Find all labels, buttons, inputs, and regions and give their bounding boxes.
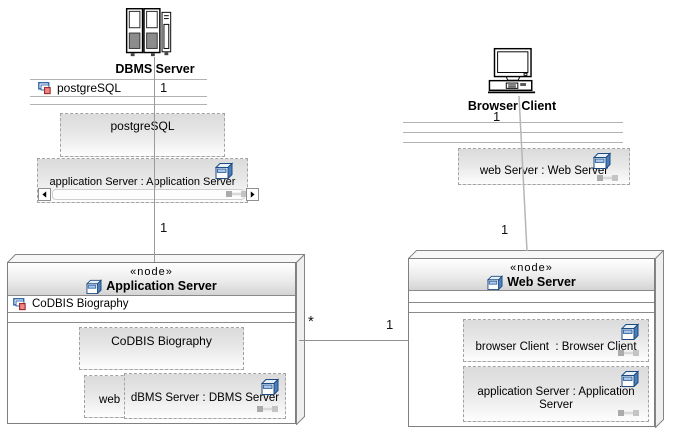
artifact-label: CoDBIS Biography xyxy=(32,298,129,310)
scroll-right-arrow-icon[interactable] xyxy=(246,188,259,201)
instance-label: postgreSQL xyxy=(110,119,175,133)
compartment-line xyxy=(30,104,207,105)
instance-label: web Server : Web Server xyxy=(479,165,609,177)
multiplicity-label: 1 xyxy=(386,317,394,332)
component-cube-icon xyxy=(593,152,611,169)
server-tower-icon xyxy=(125,8,175,60)
empty-compartment xyxy=(409,303,654,313)
component-cube-icon xyxy=(261,378,279,395)
device-dbms-server[interactable] xyxy=(125,8,175,60)
node-stereotype: «node» xyxy=(130,266,173,278)
artifact-icon xyxy=(13,297,28,311)
horizontal-scrollbar-track[interactable] xyxy=(52,189,245,200)
instance-label: application Server : Application Server xyxy=(477,386,635,411)
node-header: «node» Application Server xyxy=(8,263,295,296)
multiplicity-label: * xyxy=(308,313,314,330)
instance-box-application-server-top[interactable]: application Server : Application Server xyxy=(37,158,259,203)
component-cube-icon xyxy=(215,162,233,179)
ports-adornment-icon xyxy=(226,190,248,198)
ports-adornment-icon xyxy=(618,409,640,417)
scroll-left-arrow-icon[interactable] xyxy=(38,188,51,201)
compartment-line xyxy=(403,142,623,143)
instance-box-postgresql[interactable]: postgreSQL xyxy=(60,113,225,157)
node-name: Application Server xyxy=(8,279,295,294)
compartment-line xyxy=(30,79,207,80)
multiplicity-label: 1 xyxy=(160,80,168,95)
artifact-label: postgreSQL xyxy=(57,81,122,95)
compartment-line xyxy=(403,132,623,133)
multiplicity-label: 1 xyxy=(493,109,501,124)
ports-adornment-icon xyxy=(597,174,619,182)
compartment-line xyxy=(403,122,623,123)
instance-label: dBMS Server : DBMS Server xyxy=(130,392,280,404)
multiplicity-label: 1 xyxy=(160,220,168,235)
node-body: CoDBIS Biography web S xyxy=(8,323,295,423)
node-stereotype: «node» xyxy=(510,262,553,274)
component-cube-icon xyxy=(621,323,639,340)
device-browser-client[interactable] xyxy=(488,47,538,97)
node-header: «node» Web Server xyxy=(409,259,654,291)
instance-box-dbms[interactable]: dBMS Server : DBMS Server xyxy=(124,373,286,419)
node-web-server[interactable]: «node» Web Server xyxy=(408,250,664,428)
component-cube-icon xyxy=(86,279,103,294)
instance-box-application-server[interactable]: application Server : Application Server xyxy=(463,366,649,422)
empty-compartment xyxy=(8,313,295,323)
empty-compartment xyxy=(409,291,654,303)
browser-client-label: Browser Client xyxy=(467,99,557,113)
desktop-computer-icon xyxy=(488,47,538,97)
connection-browserclient-to-webserver-node[interactable] xyxy=(518,95,528,252)
artifact-icon xyxy=(38,81,53,95)
node-name: Web Server xyxy=(409,275,654,290)
artifact-row-postgresql[interactable]: postgreSQL xyxy=(38,81,188,95)
multiplicity-label: 1 xyxy=(501,222,509,237)
ports-adornment-icon xyxy=(257,405,279,413)
instance-box-browser-client[interactable]: browser Client : Browser Client xyxy=(463,319,649,362)
component-cube-icon xyxy=(621,370,639,387)
instance-box-codbis[interactable]: CoDBIS Biography xyxy=(79,327,244,370)
artifact-row-codbis[interactable]: CoDBIS Biography xyxy=(8,296,295,313)
instance-box-web-server[interactable]: web Server : Web Server xyxy=(458,148,630,185)
compartment-line xyxy=(30,96,207,97)
component-cube-icon xyxy=(487,275,504,290)
instance-label: browser Client : Browser Client xyxy=(475,341,637,353)
ports-adornment-icon xyxy=(618,349,640,357)
node-application-server[interactable]: «node» Application Server xyxy=(7,254,305,425)
instance-label: CoDBIS Biography xyxy=(111,334,212,348)
node-body: browser Client : Browser Client xyxy=(409,313,654,426)
instance-label: application Server : Application Server xyxy=(49,176,236,188)
